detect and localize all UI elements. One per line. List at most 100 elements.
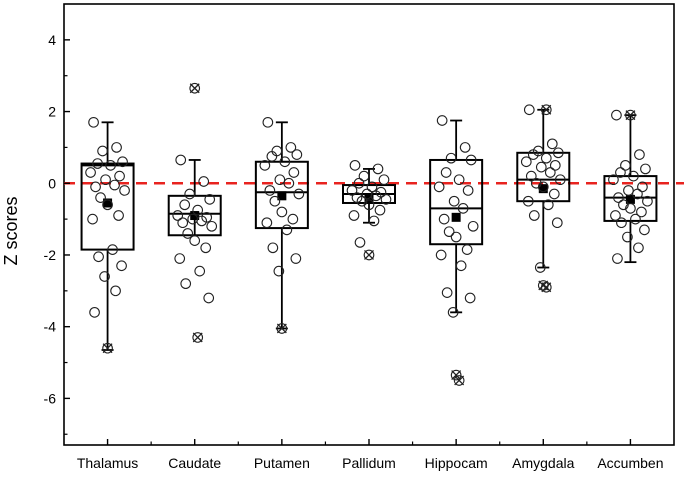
data-point [552, 147, 564, 159]
outlier-circle [276, 323, 288, 334]
data-point [520, 156, 532, 168]
data-point [616, 217, 627, 229]
data-point [450, 231, 462, 243]
data-point [448, 195, 460, 207]
data-point [93, 251, 104, 263]
data-point [453, 174, 465, 186]
data-point [90, 181, 101, 193]
point-layer [85, 82, 653, 386]
data-point [445, 152, 457, 164]
outlier-cross-b [276, 323, 287, 334]
mean-marker [190, 211, 200, 221]
x-tick-label: Pallidum [342, 455, 396, 471]
data-point [527, 149, 539, 160]
data-point [198, 176, 210, 187]
mean-marker [451, 212, 461, 222]
data-point [630, 213, 641, 225]
data-point [349, 159, 361, 171]
data-point [281, 224, 293, 236]
outlier-cross-b [102, 343, 113, 354]
outlier-cross-b [189, 83, 200, 94]
data-point [203, 292, 215, 304]
outlier-point [192, 332, 204, 343]
data-point [113, 210, 124, 221]
outlier-cross-b [364, 250, 374, 260]
outlier-point [363, 249, 375, 261]
outlier-point [276, 323, 288, 334]
data-point [608, 174, 619, 186]
data-point [97, 145, 108, 157]
box-layer [80, 108, 658, 351]
data-point [440, 167, 452, 178]
data-point [174, 253, 186, 264]
data-point [540, 152, 552, 164]
data-point [551, 217, 563, 229]
data-point [535, 161, 547, 173]
outlier-circle [102, 342, 113, 354]
box-amygdala [516, 108, 571, 269]
data-point [114, 170, 125, 182]
data-point [523, 104, 535, 116]
data-point [264, 185, 276, 196]
outlier-cross-b [625, 110, 636, 121]
data-point [366, 181, 378, 193]
data-point [459, 142, 471, 153]
outlier-circle [625, 109, 636, 121]
box-thalamus [80, 121, 135, 351]
data-point [291, 149, 303, 160]
x-tick-label: Thalamus [77, 455, 138, 471]
data-point [194, 265, 206, 277]
data-point [455, 260, 467, 272]
data-point [290, 253, 302, 264]
data-point [632, 188, 643, 200]
x-tick-label: Accumben [597, 455, 663, 471]
iqr-box [429, 158, 484, 246]
data-point [177, 217, 189, 229]
data-point [196, 215, 208, 227]
data-point [623, 185, 634, 196]
data-point [356, 195, 368, 207]
data-point [276, 206, 288, 218]
data-point [534, 262, 546, 273]
data-point [354, 237, 366, 248]
plot-border [63, 3, 675, 446]
x-tick-label: Hippocam [425, 455, 488, 471]
outlier-cross-b [451, 370, 462, 381]
data-point [353, 177, 365, 189]
data-point [525, 170, 537, 182]
y-tick-label: 0 [48, 175, 56, 191]
data-point [117, 156, 128, 168]
plot-frame [63, 3, 675, 446]
data-point [620, 159, 631, 171]
data-point [522, 195, 534, 207]
data-point [172, 210, 184, 221]
data-point [348, 210, 360, 221]
outlier-point [102, 342, 113, 354]
data-point [544, 167, 556, 178]
data-point [530, 177, 542, 189]
data-point [636, 206, 647, 218]
data-point [107, 244, 118, 255]
outlier-circle [540, 104, 552, 116]
data-point [447, 306, 459, 318]
x-tick-label: Amygdala [512, 455, 574, 471]
data-point [438, 213, 450, 225]
data-point [457, 203, 469, 214]
data-point [95, 192, 106, 203]
data-point [628, 170, 639, 182]
data-point [368, 215, 380, 227]
data-point [271, 145, 283, 157]
data-point [380, 194, 392, 205]
data-point [206, 220, 218, 232]
data-point [370, 190, 382, 202]
data-point [200, 242, 212, 254]
data-point [634, 149, 645, 160]
outlier-cross-b [541, 282, 552, 293]
data-point [99, 271, 110, 282]
outlier-circle [453, 375, 465, 386]
data-point [462, 185, 474, 196]
data-point [189, 235, 201, 246]
outlier-circle [192, 332, 204, 343]
data-point [89, 306, 100, 318]
